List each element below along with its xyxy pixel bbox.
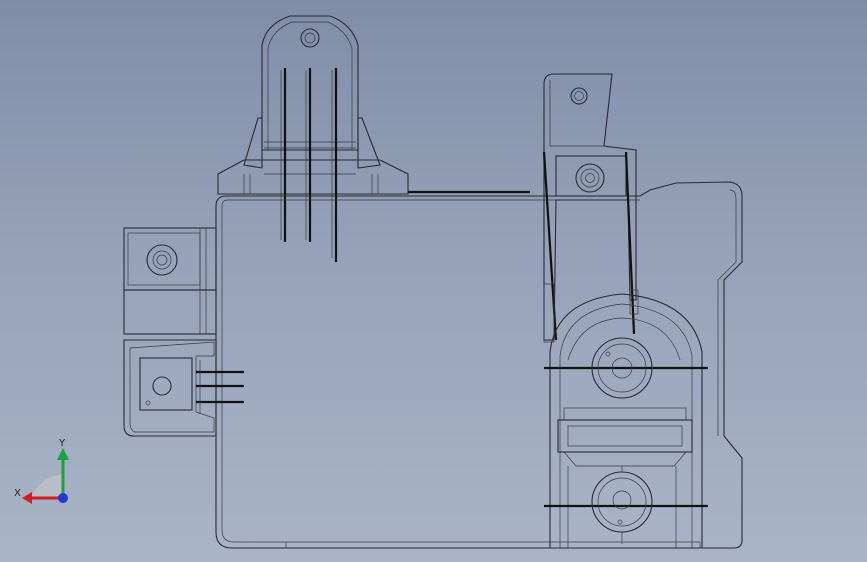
terminal-top-icon [591,337,653,399]
bracket-hole-icon [570,87,588,105]
x-axis-arrow-icon [22,492,63,504]
x-axis-label: X [14,488,21,499]
z-axis-origin-icon [58,493,68,503]
y-axis-arrow-icon [57,448,69,498]
top-mounting-tab [217,15,530,262]
bracket-bolt-icon [575,163,605,193]
axis-triad: Y X [14,438,69,504]
mount-hole-icon [300,28,320,48]
z-axis-icon [30,474,63,498]
connector-hole-icon [152,376,172,396]
left-connector [123,227,244,437]
bolt-icon [146,244,178,276]
terminal-assembly [544,293,708,548]
main-housing [215,181,743,549]
y-axis-label: Y [58,438,66,449]
right-bracket [542,73,639,343]
